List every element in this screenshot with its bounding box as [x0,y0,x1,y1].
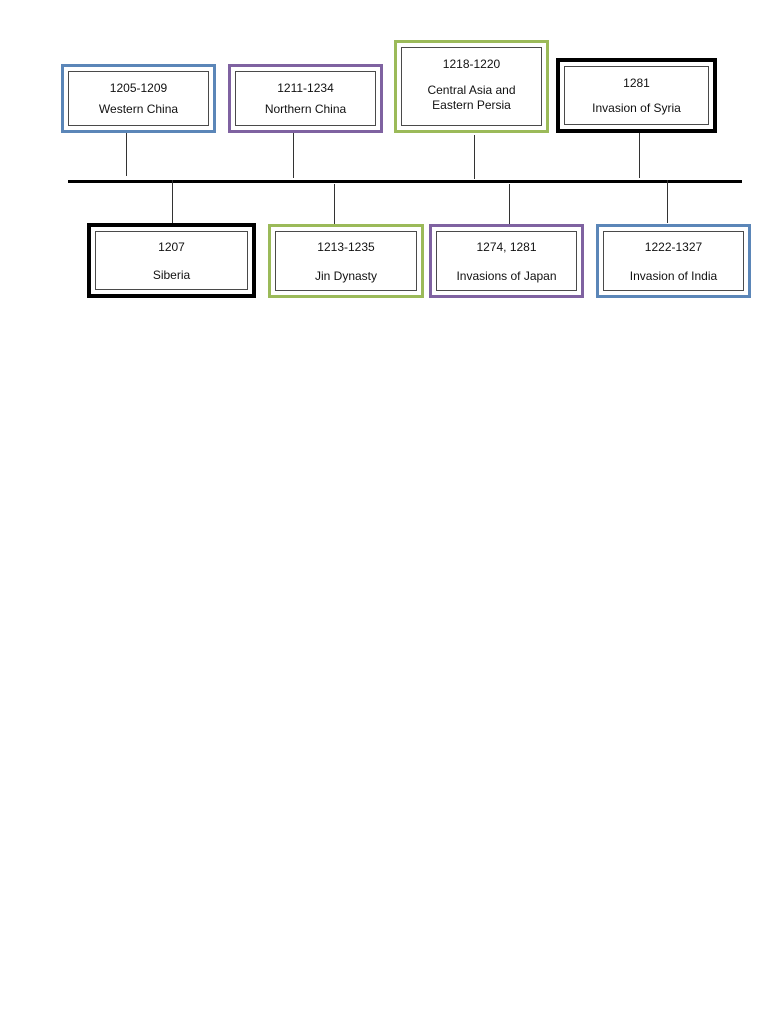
event-date: 1211-1234 [277,81,334,95]
event-inner-frame: 1281 Invasion of Syria [564,66,709,125]
event-date: 1207 [158,240,185,254]
event-date: 1218-1220 [442,57,501,71]
event-box-syria: 1281 Invasion of Syria [556,58,717,133]
connector-western-china [126,133,127,176]
event-inner-frame: 1205-1209 Western China [68,71,209,126]
event-place: Jin Dynasty [314,269,378,283]
event-place: Northern China [264,102,347,116]
event-inner-frame: 1213-1235 Jin Dynasty [275,231,417,291]
connector-india [667,180,668,223]
event-place: Invasion of Syria [592,101,681,115]
connector-japan [509,184,510,224]
event-box-siberia: 1207 Siberia [87,223,256,298]
event-date: 1281 [623,76,650,90]
event-inner-frame: 1222-1327 Invasion of India [603,231,744,291]
event-place: Invasion of India [629,269,718,283]
event-date: 1205-1209 [109,81,168,95]
timeline-axis [68,180,742,183]
event-box-northern-china: 1211-1234 Northern China [228,64,383,133]
connector-central-asia [474,135,475,179]
event-inner-frame: 1218-1220 Central Asia and Eastern Persi… [401,47,542,126]
event-box-central-asia: 1218-1220 Central Asia and Eastern Persi… [394,40,549,133]
event-box-india: 1222-1327 Invasion of India [596,224,751,298]
event-place: Invasions of Japan [456,269,557,283]
event-inner-frame: 1207 Siberia [95,231,248,290]
event-box-japan: 1274, 1281 Invasions of Japan [429,224,584,298]
connector-northern-china [293,133,294,178]
event-date: 1222-1327 [644,240,703,254]
connector-syria [639,133,640,178]
event-place: Siberia [152,268,191,282]
event-date: 1213-1235 [317,240,375,254]
connector-jin-dynasty [334,184,335,224]
event-date: 1274, 1281 [476,240,537,254]
event-inner-frame: 1274, 1281 Invasions of Japan [436,231,577,291]
event-box-jin-dynasty: 1213-1235 Jin Dynasty [268,224,424,298]
event-box-western-china: 1205-1209 Western China [61,64,216,133]
connector-siberia [172,180,173,223]
event-place: Central Asia and Eastern Persia [427,83,516,112]
event-inner-frame: 1211-1234 Northern China [235,71,376,126]
event-place: Western China [98,102,179,116]
